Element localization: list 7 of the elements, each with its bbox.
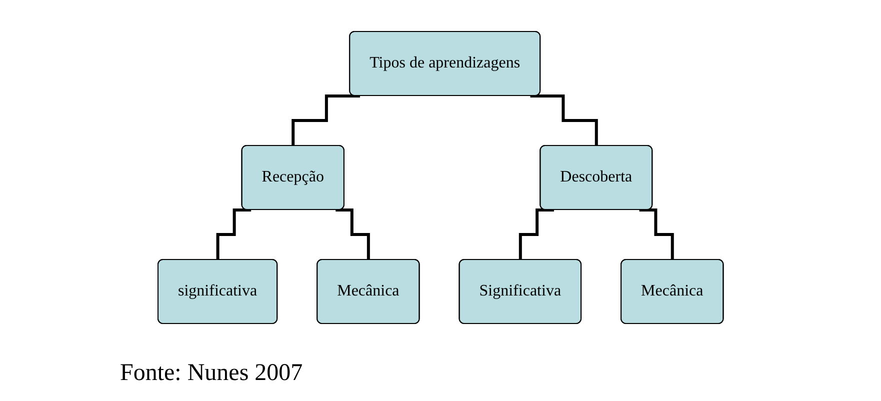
connector (216, 208, 251, 262)
connector (518, 208, 554, 262)
connector (336, 208, 370, 262)
connector (639, 208, 674, 262)
connector (292, 94, 360, 148)
connector (530, 94, 598, 148)
caption: Fonte: Nunes 2007 (120, 360, 303, 387)
